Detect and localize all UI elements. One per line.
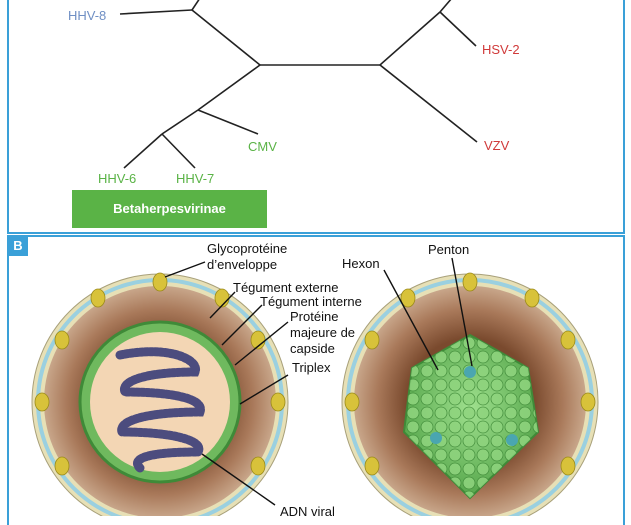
tree-branch-gamma <box>191 9 261 66</box>
label-glycoprotein-line1: Glycoprotéine <box>207 241 287 256</box>
panel-a-phylogenetic-tree <box>7 0 625 234</box>
label-capsid-protein-line1: Protéine <box>290 309 338 324</box>
label-viral-dna: ADN viral <box>280 504 335 516</box>
label-capsid-protein-line2: majeure de <box>290 325 355 340</box>
label-hexon: Hexon <box>342 256 380 271</box>
penton-marker-2 <box>430 432 442 444</box>
tree-branch-beta-roseolo <box>161 109 199 135</box>
label-capsid-protein-line3: capside <box>290 341 335 356</box>
label-tegument-internal: Tégument interne <box>260 294 362 309</box>
label-penton: Penton <box>428 242 469 257</box>
penton-marker-3 <box>506 434 518 446</box>
label-vzv: VZV <box>484 138 510 153</box>
tree-branch-alpha-upper <box>379 11 441 66</box>
tree-branch-beta <box>197 64 261 111</box>
tree-leaf-alpha-top <box>439 0 452 13</box>
label-hhv7: HHV-7 <box>176 171 214 186</box>
penton-marker <box>464 366 476 378</box>
panel-b-letter-badge: B <box>8 236 28 256</box>
tree-leaf-hsv2 <box>439 11 477 47</box>
virion-cross-section <box>31 272 289 516</box>
hexon-array <box>404 335 538 498</box>
virion-exterior-view <box>341 272 599 516</box>
annotation-leaders <box>164 257 473 506</box>
betaherpesvirinae-label: Betaherpesvirinae <box>72 190 267 228</box>
phylogenetic-tree <box>119 0 478 169</box>
label-hhv6: HHV-6 <box>98 171 136 186</box>
label-glycoprotein-line2: d’enveloppe <box>207 257 277 272</box>
tree-leaf-vzv <box>379 64 478 143</box>
viral-dna-coil <box>115 347 205 473</box>
tree-leaf-hhv6 <box>123 133 163 169</box>
tree-leaf-hhv7 <box>161 133 196 169</box>
label-hsv2: HSV-2 <box>482 42 520 57</box>
envelope-glycoproteins <box>34 272 286 476</box>
tree-leaf-cmv <box>197 109 259 135</box>
tree-leaf-gamma-top <box>191 0 200 11</box>
tree-leaf-hhv8 <box>119 9 193 15</box>
label-cmv: CMV <box>248 139 277 154</box>
envelope-glycoproteins-right <box>344 272 596 476</box>
panel-b-virion-structure <box>7 235 625 525</box>
label-tegument-external: Tégument externe <box>233 280 339 295</box>
label-hhv8: HHV-8 <box>68 8 106 23</box>
label-triplex: Triplex <box>292 360 331 375</box>
